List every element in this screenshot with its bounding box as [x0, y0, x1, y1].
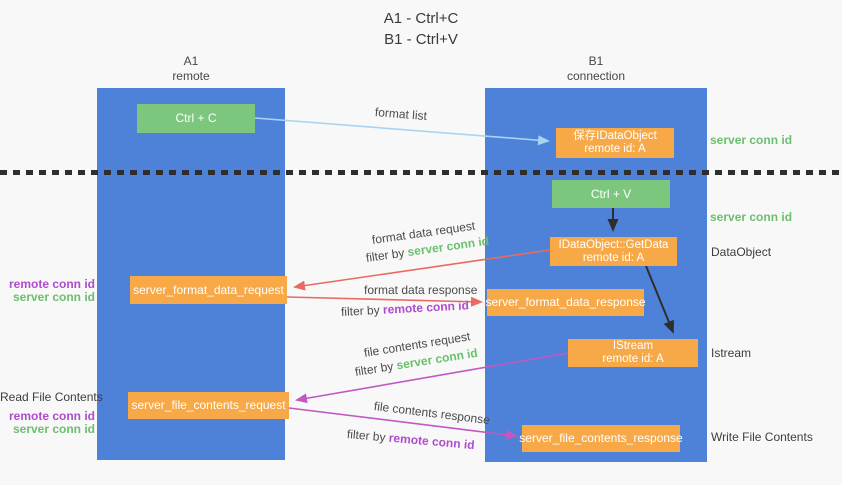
- label-filter-format-response: filter by remote conn id: [341, 298, 470, 319]
- dotted-separator-line: [0, 170, 842, 175]
- annotation-read-file-contents: Read File Contents: [0, 390, 103, 404]
- node-idataobject-getdata: IDataObject::GetData remote id: A: [550, 237, 677, 266]
- node-save-dataobject: 保存IDataObject remote id: A: [556, 128, 674, 158]
- filter-key-remote-conn-id: remote conn id: [388, 430, 476, 453]
- annotation-file-conn-ids: remote conn id server conn id: [0, 410, 95, 436]
- page-title: A1 - Ctrl+C B1 - Ctrl+V: [0, 8, 842, 50]
- lane-b1-subtitle: connection: [566, 69, 626, 83]
- node-ctrl-c-label: Ctrl + C: [175, 111, 217, 125]
- annotation-server-conn-id-2: server conn id: [12, 422, 95, 436]
- node-getdata-line1: IDataObject::GetData: [558, 238, 669, 251]
- lane-a1-subtitle: remote: [172, 69, 210, 83]
- lane-a1-name: A1: [183, 54, 199, 68]
- annotation-remote-conn-id-1: remote conn id: [8, 277, 95, 291]
- node-istream-line2: remote id: A: [602, 353, 664, 365]
- node-save-dataobject-line2: remote id: A: [584, 143, 646, 155]
- label-file-contents-response: file contents response: [373, 399, 491, 428]
- node-server-file-contents-response: server_file_contents_response: [519, 425, 683, 452]
- annotation-dataobject: DataObject: [711, 245, 772, 259]
- annotation-format-conn-ids: remote conn id server conn id: [0, 278, 95, 304]
- filter-prefix: filter by: [365, 245, 406, 265]
- node-save-dataobject-line1: 保存IDataObject: [573, 130, 657, 142]
- node-format-response-label: server_format_data_response: [485, 295, 646, 309]
- node-file-request-label: server_file_contents_request: [131, 398, 286, 412]
- title-line-2: B1 - Ctrl+V: [384, 31, 458, 48]
- node-istream: IStream remote id: A: [568, 339, 698, 367]
- lane-b1-name: B1: [588, 54, 604, 68]
- annotation-server-conn-id-mid: server conn id: [710, 210, 793, 224]
- node-ctrl-v: Ctrl + V: [552, 180, 670, 208]
- lane-header-b1: B1 connection: [485, 54, 707, 84]
- label-format-list: format list: [374, 105, 428, 124]
- filter-key-remote-conn-id: remote conn id: [382, 298, 470, 317]
- annotation-server-conn-id-top: server conn id: [710, 133, 793, 147]
- label-format-data-response: format data response: [364, 283, 478, 297]
- node-format-request-label: server_format_data_request: [133, 282, 284, 297]
- annotation-remote-conn-id-2: remote conn id: [8, 409, 95, 423]
- filter-prefix: filter by: [340, 302, 381, 319]
- node-ctrl-c: Ctrl + C: [137, 104, 255, 133]
- node-server-file-contents-request: server_file_contents_request: [128, 392, 289, 419]
- node-server-format-data-request: server_format_data_request: [130, 276, 287, 304]
- annotation-server-conn-id-1: server conn id: [12, 290, 95, 304]
- title-line-1: A1 - Ctrl+C: [383, 10, 459, 27]
- annotation-istream: Istream: [711, 346, 752, 360]
- annotation-write-file-contents: Write File Contents: [711, 430, 813, 444]
- node-ctrl-v-label: Ctrl + V: [590, 186, 632, 201]
- node-server-format-data-response: server_format_data_response: [485, 289, 646, 316]
- filter-prefix: filter by: [353, 359, 395, 379]
- label-filter-file-response: filter by remote conn id: [346, 427, 475, 452]
- node-istream-line1: IStream: [612, 340, 654, 352]
- node-file-response-label: server_file_contents_response: [519, 431, 683, 445]
- filter-prefix: filter by: [346, 427, 387, 445]
- lane-header-a1: A1 remote: [97, 54, 285, 84]
- node-getdata-line2: remote id: A: [582, 251, 645, 264]
